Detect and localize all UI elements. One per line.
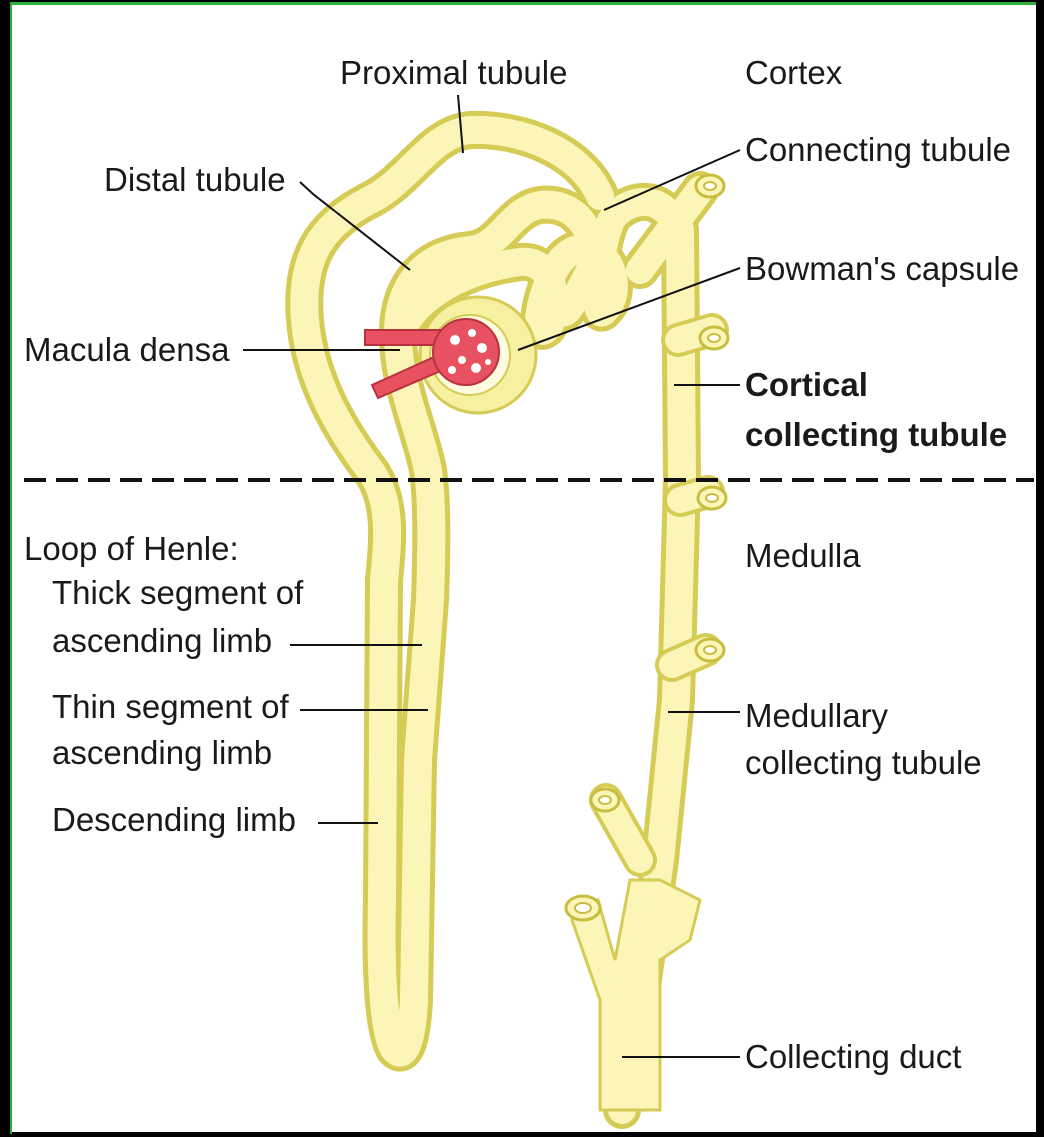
label-proximal-tubule: Proximal tubule bbox=[340, 54, 567, 91]
label-collecting-duct: Collecting duct bbox=[745, 1038, 961, 1075]
label-distal-tubule: Distal tubule bbox=[104, 161, 286, 198]
label-medullary-collecting-line2: collecting tubule bbox=[745, 744, 982, 781]
label-thin-segment-line1: Thin segment of bbox=[52, 688, 289, 725]
label-thick-segment-line2: ascending limb bbox=[52, 622, 272, 659]
label-macula-densa: Macula densa bbox=[24, 331, 230, 368]
label-thin-segment-line2: ascending limb bbox=[52, 734, 272, 771]
label-connecting-tubule: Connecting tubule bbox=[745, 131, 1011, 168]
label-cortical-collecting-line2: collecting tubule bbox=[745, 416, 1007, 453]
label-medullary-collecting-line1: Medullary bbox=[745, 697, 889, 734]
label-loop-of-henle: Loop of Henle: bbox=[24, 530, 239, 567]
label-medulla: Medulla bbox=[745, 537, 861, 574]
label-descending-limb: Descending limb bbox=[52, 801, 296, 838]
label-thick-segment-line1: Thick segment of bbox=[52, 574, 304, 611]
label-cortical-collecting-line1: Cortical bbox=[745, 366, 868, 403]
label-bowmans-capsule: Bowman's capsule bbox=[745, 250, 1019, 287]
label-cortex: Cortex bbox=[745, 54, 843, 91]
